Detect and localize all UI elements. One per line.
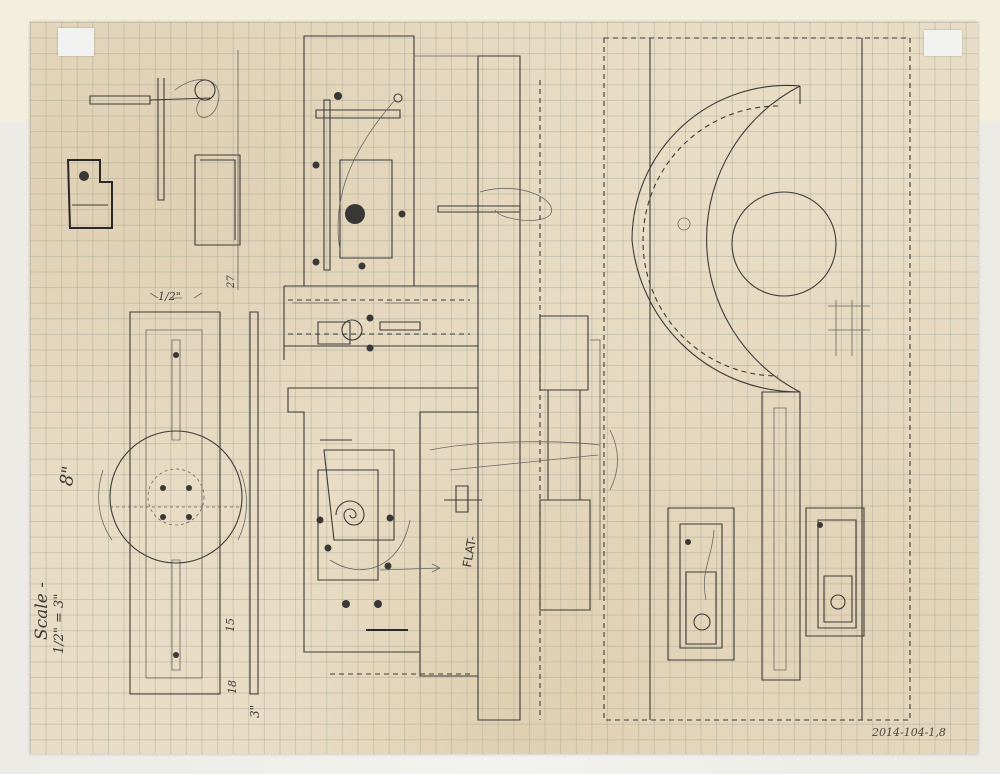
catalog-number: 2014-104-1,8 [872, 726, 946, 739]
elevation-center-right [429, 80, 618, 720]
band-center-middle [283, 285, 478, 360]
dimension-twenty-seven: 27 [226, 275, 237, 288]
scale-ratio-label: 1/2" = 3" [52, 593, 67, 654]
tape-top-right [924, 30, 962, 56]
dimension-three-inch: 3" [248, 704, 262, 718]
plan-center-lower [287, 387, 479, 677]
tape-top-left [58, 28, 94, 56]
sketch-top-left-assembly [89, 50, 241, 290]
elevation-left-base [98, 292, 259, 695]
graph-paper-sheet [30, 22, 978, 754]
sketch-small-bracket [66, 159, 113, 229]
plan-right-lower-a [667, 507, 735, 661]
dimension-eighteen: 18 [226, 680, 239, 694]
scale-label: Scale - [32, 582, 52, 640]
dimension-eight-inch: 8" [56, 464, 81, 488]
dimension-half-inch: 1/2" [158, 290, 181, 303]
plan-center-upper [303, 35, 415, 287]
dimension-fifteen: 15 [224, 618, 237, 632]
plan-right-lower-b [805, 507, 865, 637]
bar-center-tall [414, 55, 552, 721]
frame-right-large [603, 37, 911, 721]
